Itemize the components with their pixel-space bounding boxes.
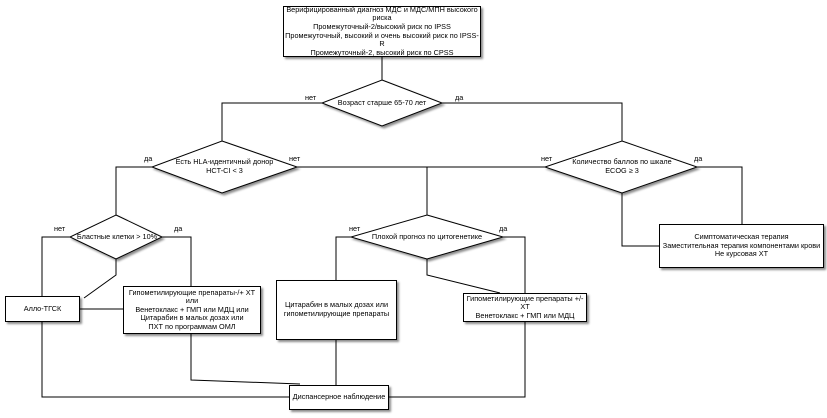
decision-ecog-shape bbox=[543, 140, 699, 194]
decision-age-shape bbox=[320, 79, 444, 127]
decision-line: Бластные клетки > 10% bbox=[76, 231, 158, 241]
edge-label-hla-yes: да bbox=[144, 154, 153, 163]
decision-ecog-label: Количество баллов по шкале ECOG ≥ 3 bbox=[552, 158, 692, 176]
connector bbox=[389, 322, 526, 398]
connector bbox=[221, 102, 322, 141]
decision-hla-shape bbox=[150, 140, 299, 194]
connector bbox=[621, 193, 659, 247]
box-line: Цитарабин в малых дозах или bbox=[284, 300, 389, 310]
connector bbox=[83, 259, 117, 299]
box-line: Промежуточный-2, высокий риск по CPSS bbox=[310, 47, 454, 57]
decision-line: Количество баллов по шкале bbox=[572, 157, 672, 167]
box-line: Верифицированный диагноз МДС и МДС/МПН в… bbox=[286, 4, 478, 23]
edge-label-cyto-no: нет bbox=[349, 224, 361, 233]
connector bbox=[115, 166, 152, 215]
verified-diagnosis-box: Верифицированный диагноз МДС и МДС/МПН в… bbox=[283, 4, 481, 57]
box-line: Промежуточный-2/высокий риск по IPSS bbox=[313, 21, 451, 31]
box-line: Цитарабин в малых дозах или bbox=[140, 313, 244, 323]
decision-cyto-label: Плохой прогноз по цитогенетике bbox=[357, 229, 497, 245]
edge-label-blasts-yes: да bbox=[174, 224, 183, 233]
box-line: Венетоклакс + ГМП или МДЦ bbox=[475, 310, 575, 320]
hypomethylating-right-box: Гипометилирующие препараты +/- ХТ Венето… bbox=[463, 293, 587, 322]
connector bbox=[41, 236, 70, 296]
decision-blasts-shape bbox=[68, 214, 164, 260]
edge-label-hla-no: нет bbox=[289, 154, 301, 163]
connector bbox=[190, 334, 301, 385]
decision-hla-label: Есть HLA-идентичный донор HCT-CI < 3 bbox=[157, 158, 292, 176]
decision-line: Плохой прогноз по цитогенетике bbox=[371, 231, 483, 241]
box-line: Заместительная терапия компонентами кров… bbox=[662, 240, 821, 250]
decision-line: HCT-CI < 3 bbox=[206, 166, 243, 175]
connector bbox=[297, 166, 428, 215]
decision-cyto-shape bbox=[349, 214, 505, 260]
edge-label-ecog-no: нет bbox=[541, 154, 553, 163]
connector bbox=[697, 166, 743, 224]
box-line: Диспансерное наблюдение bbox=[292, 392, 386, 402]
box-line: Алло-ТГСК bbox=[23, 303, 62, 313]
edge-label-age-yes: да bbox=[455, 93, 464, 102]
box-line: ПХТ по программам ОМЛ bbox=[148, 321, 236, 331]
box-line: Гипометилирующие препараты +/- ХТ bbox=[466, 293, 584, 312]
decision-line: Есть HLA-идентичный донор bbox=[175, 157, 274, 167]
connector bbox=[41, 322, 289, 398]
decision-line: Возраст старше 65-70 лет bbox=[337, 97, 427, 107]
symptomatic-therapy-box: Симптоматическая терапия Заместительная … bbox=[659, 224, 824, 268]
edge-label-age-no: нет bbox=[305, 93, 317, 102]
cytarabine-box: Цитарабин в малых дозах или гипометилиру… bbox=[276, 280, 397, 340]
edge-label-blasts-no: нет bbox=[54, 224, 66, 233]
connector bbox=[503, 236, 526, 293]
box-line: Промежуточный, высокий и очень высокий р… bbox=[285, 30, 479, 49]
follow-up-box: Диспансерное наблюдение bbox=[289, 385, 389, 410]
connector bbox=[426, 259, 501, 294]
connector bbox=[335, 236, 351, 280]
box-line: Венетоклакс + ГМП или МДЦ или bbox=[135, 304, 249, 314]
decision-age-label: Возраст старше 65-70 лет bbox=[322, 95, 442, 111]
edge-label-cyto-yes: да bbox=[499, 224, 508, 233]
decision-line: ECOG ≥ 3 bbox=[605, 166, 639, 175]
box-line: Симптоматическая терапия bbox=[694, 232, 789, 242]
connector bbox=[162, 236, 192, 286]
box-line: Не курсовая ХТ bbox=[714, 249, 769, 259]
box-line: Гипометилирующие препараты-/+ ХТ или bbox=[128, 287, 256, 306]
decision-blasts-label: Бластные клетки > 10% bbox=[72, 229, 162, 245]
connector bbox=[442, 102, 623, 141]
edge-label-ecog-yes: да bbox=[694, 154, 703, 163]
allo-hsct-box: Алло-ТГСК bbox=[5, 296, 80, 322]
hypomethylating-left-box: Гипометилирующие препараты-/+ ХТ или Вен… bbox=[123, 286, 261, 334]
box-line: гипометилирующие препараты bbox=[283, 309, 390, 318]
